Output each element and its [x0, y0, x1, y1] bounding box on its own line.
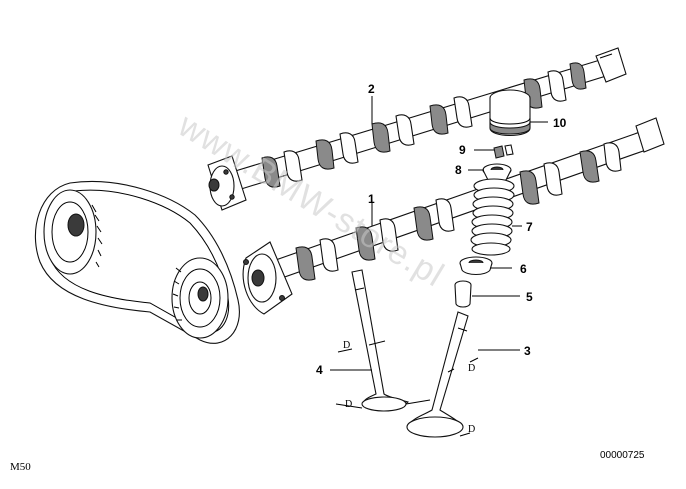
valve-intake — [351, 269, 410, 412]
leader-lines — [330, 96, 548, 371]
camshaft-lower — [242, 117, 665, 315]
valve-keepers — [493, 144, 514, 159]
valve-spring — [470, 178, 515, 256]
dimension-label-d-2: D — [345, 399, 352, 410]
dimension-label-d-1: D — [343, 340, 350, 351]
timing-chain-assembly — [34, 181, 240, 344]
dimension-label-d-4: D — [468, 424, 475, 435]
callout-10: 10 — [553, 116, 567, 130]
model-code: M50 — [10, 461, 31, 473]
callout-5: 5 — [526, 290, 533, 304]
camshaft-upper-lobes — [261, 62, 587, 188]
callouts: 1 2 3 4 5 6 7 8 9 10 — [316, 82, 567, 377]
callout-2: 2 — [368, 82, 375, 96]
dimension-markers: D D D D — [335, 340, 479, 437]
valve-guide — [454, 280, 472, 308]
bucket-tappet — [489, 89, 531, 137]
callout-1: 1 — [368, 192, 375, 206]
valve-exhaust — [406, 311, 469, 438]
callout-8: 8 — [455, 163, 462, 177]
callout-9: 9 — [459, 143, 466, 157]
callout-7: 7 — [526, 220, 533, 234]
callout-3: 3 — [524, 344, 531, 358]
camshaft-lower-lobes — [295, 142, 622, 281]
spring-retainer — [482, 163, 512, 181]
callout-4: 4 — [316, 363, 323, 377]
drawing-number: 00000725 — [600, 450, 645, 461]
callout-6: 6 — [520, 262, 527, 276]
spring-seat — [459, 256, 493, 276]
dimension-label-d-3: D — [468, 363, 475, 374]
